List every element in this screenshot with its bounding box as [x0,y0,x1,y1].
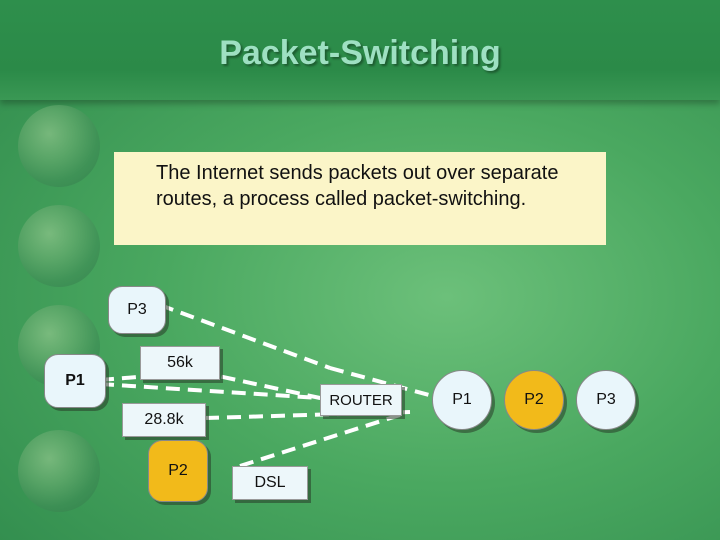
description-text: The Internet sends packets out over sepa… [156,162,559,210]
link-p3-56k [159,303,331,370]
router: ROUTER [320,384,402,416]
packet-label: P3 [127,301,147,318]
globe-decoration-icon [18,105,100,187]
slide-title: Packet-Switching [219,34,501,72]
packet-label: P1 [452,391,472,408]
globe-decoration-icon [18,205,100,287]
link-288k-router [204,410,411,420]
packet-p2-arrived: P2 [504,370,564,430]
description-text-box: The Internet sends packets out over sepa… [114,152,606,245]
router-label: ROUTER [329,391,393,409]
packet-p3-arrived: P3 [576,370,636,430]
packet-p1-arrived: P1 [432,370,492,430]
packet-label: P3 [596,391,616,408]
speed-label-text: DSL [254,474,286,491]
packet-p2-source: P2 [148,440,208,502]
packet-p1-source: P1 [44,354,106,408]
packet-label: P2 [524,391,544,408]
link-dsl-router [239,413,401,468]
speed-label-dsl: DSL [232,466,308,500]
speed-label-56k: 56k [140,346,220,380]
speed-label-text: 28.8k [144,411,184,428]
link-p1-router [99,382,321,400]
globe-decoration-icon [18,430,100,512]
packet-label: P2 [168,462,188,479]
speed-label-text: 56k [167,354,193,371]
title-band [0,0,720,100]
link-p3-router [329,366,441,400]
speed-label-28-8k: 28.8k [122,403,206,437]
packet-label: P1 [65,372,85,389]
packet-p3-source: P3 [108,286,166,334]
